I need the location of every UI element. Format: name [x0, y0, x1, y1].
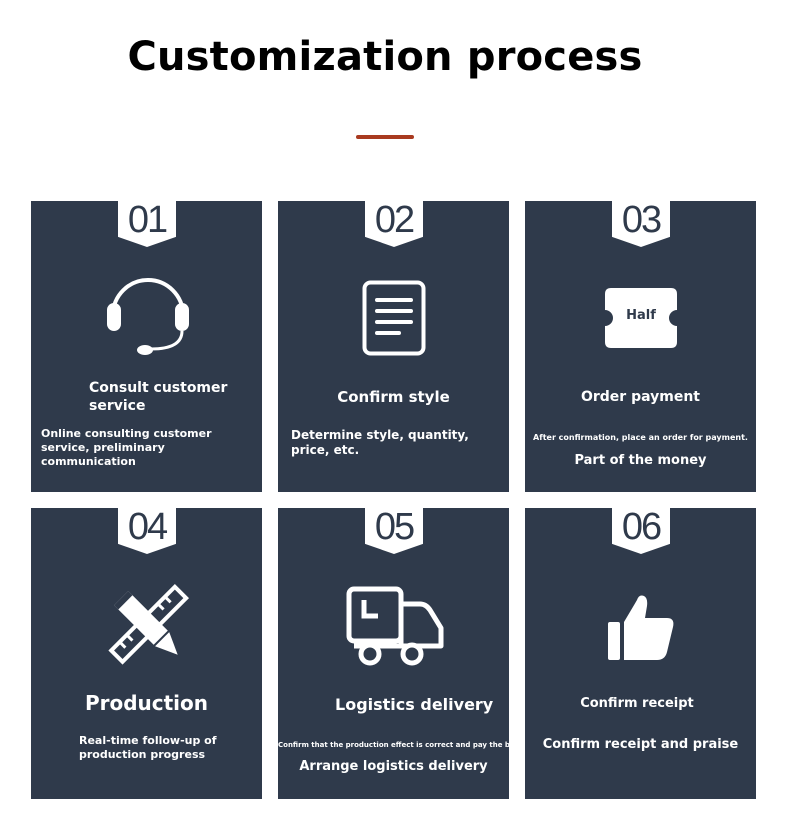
- step-title: Consult customer service: [89, 380, 228, 414]
- step-card-04: 04 Production Real-time follow-up of pro…: [31, 508, 262, 799]
- step-number: 05: [374, 508, 415, 548]
- step-extra: Arrange logistics delivery: [299, 759, 488, 774]
- step-description: Determine style, quantity, price, etc.: [291, 428, 469, 457]
- headset-icon: [107, 278, 189, 355]
- ticket-icon: Half: [605, 288, 677, 348]
- thumbs-up-icon: [608, 595, 674, 660]
- step-number: 06: [621, 508, 662, 548]
- page-title: Customization process: [127, 34, 643, 80]
- ticket-label: Half: [626, 308, 656, 323]
- step-number: 01: [127, 201, 168, 241]
- step-title: Confirm style: [337, 388, 450, 406]
- step-number-tab: 05: [365, 508, 423, 554]
- step-number-tab: 01: [118, 201, 176, 247]
- step-extra: Part of the money: [574, 453, 707, 468]
- step-card-06: 06 Confirm receipt Confirm receipt and p…: [525, 508, 756, 799]
- step-number-tab: 04: [118, 508, 176, 554]
- step-description: After confirmation, place an order for p…: [533, 433, 748, 442]
- pencil-ruler-icon: [108, 583, 190, 665]
- step-number-tab: 02: [365, 201, 423, 247]
- truck-icon: [346, 586, 444, 666]
- step-card-01: 01 Consult customer service Online consu…: [31, 201, 262, 492]
- step-number: 02: [374, 201, 415, 241]
- step-title: Production: [84, 691, 209, 715]
- step-card-02: 02 Confirm style Determine style, quanti…: [278, 201, 509, 492]
- step-number-tab: 06: [612, 508, 670, 554]
- step-description: Online consulting customer service, prel…: [41, 427, 212, 468]
- step-description: Confirm receipt and praise: [542, 737, 739, 752]
- step-number: 04: [127, 508, 168, 548]
- title-accent-line: [356, 135, 414, 139]
- step-card-05: 05 Logistics delivery Confirm that the p…: [278, 508, 509, 799]
- step-title: Logistics delivery: [335, 695, 494, 714]
- step-description: Real-time follow-up of production progre…: [79, 734, 217, 761]
- step-number: 03: [621, 201, 662, 241]
- step-title: Order payment: [580, 389, 700, 405]
- step-number-tab: 03: [612, 201, 670, 247]
- step-description: Confirm that the production effect is co…: [278, 741, 509, 749]
- step-title: Confirm receipt: [580, 696, 694, 711]
- document-icon: [362, 280, 426, 356]
- step-card-03: 03 Half Order payment After confirmation…: [525, 201, 756, 492]
